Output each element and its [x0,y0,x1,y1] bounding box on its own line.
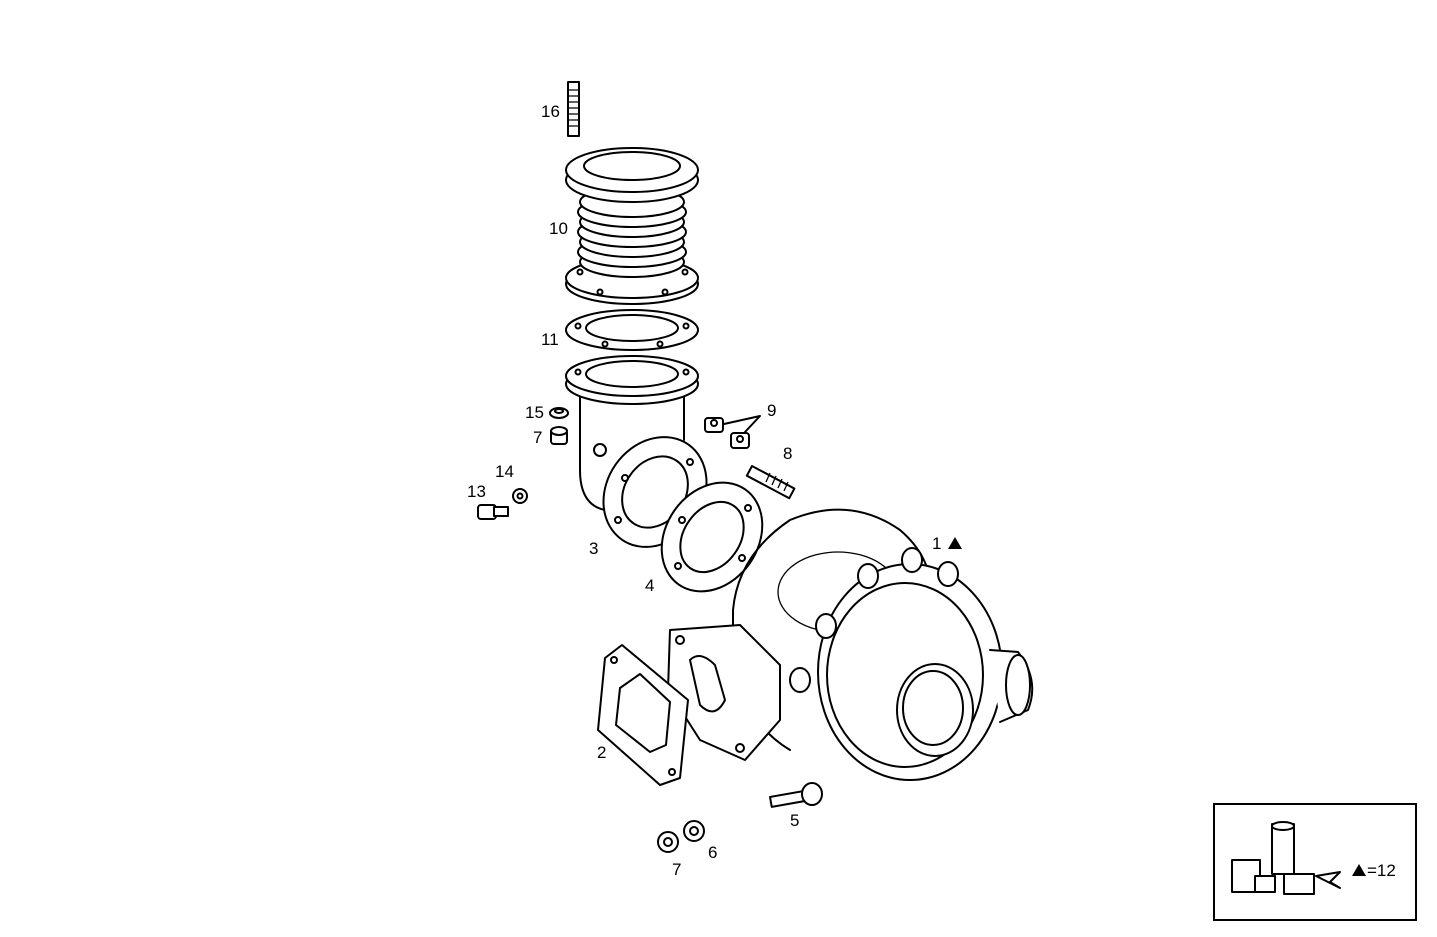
kit-legend-box: =12 [1213,803,1417,921]
triangle-marker-icon [1352,864,1366,876]
callout-10: 10 [549,219,568,238]
nuts-part-9 [704,415,761,449]
callout-15: 15 [525,403,544,422]
callout-5: 5 [790,811,799,830]
callout-8: 8 [783,444,792,463]
callout-14: 14 [495,462,514,481]
callout-3: 3 [589,539,598,558]
callout-2: 2 [597,743,606,762]
washer-part-15 [549,407,569,419]
nut-part-7-upper [550,426,568,445]
gasket-part-2 [597,644,689,786]
stud-part-8 [745,465,796,500]
callout-6: 6 [708,843,717,862]
bellows-part-10 [565,147,699,305]
callout-7-lower: 7 [672,860,681,879]
nut-part-7-lower [657,831,679,853]
washer-part-6 [683,820,705,842]
stud-part-16 [567,81,580,137]
callout-13: 13 [467,482,486,501]
callout-7-upper: 7 [533,428,542,447]
gasket-part-4 [660,481,764,593]
triangle-marker-icon [948,537,962,549]
callout-11: 11 [541,330,559,349]
callout-9: 9 [767,401,776,420]
bolt-part-5 [769,782,823,808]
turbocharger-part-1 [667,508,1034,781]
washer-part-14 [512,488,528,504]
legend-text: =12 [1367,861,1396,880]
callout-1: 1 [932,534,941,553]
gasket-part-11 [565,309,699,351]
bolt-part-13 [477,504,509,520]
callout-16: 16 [541,102,560,121]
callout-4: 4 [645,576,654,595]
kit-illustration [1231,821,1341,895]
